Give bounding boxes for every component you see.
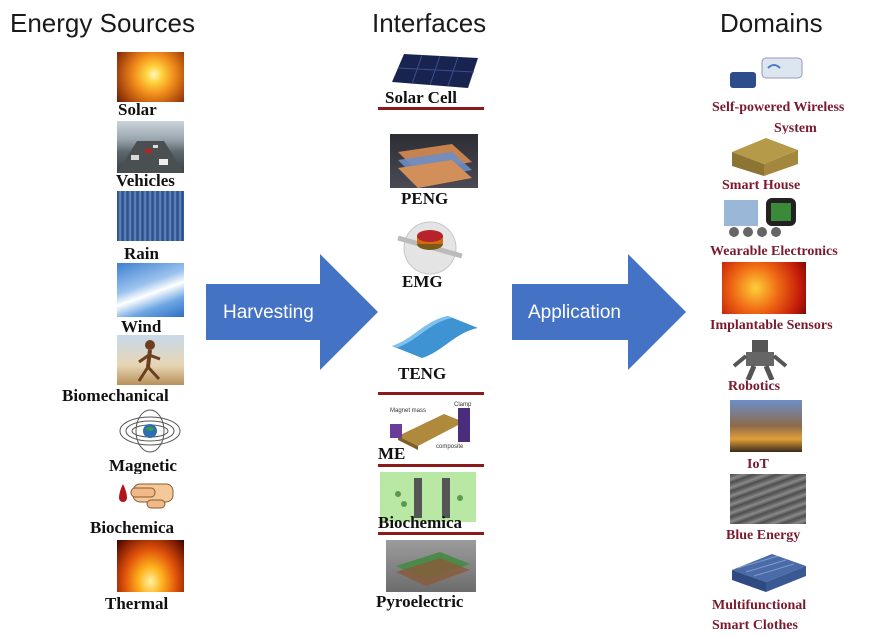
separator — [378, 107, 484, 110]
me-clamp-text: Clamp — [454, 402, 472, 408]
emg-image — [394, 216, 466, 276]
interface-label-peng: PENG — [401, 189, 449, 208]
peng-image — [390, 134, 478, 188]
source-label-vehicles: Vehicles — [116, 171, 175, 190]
domain-label-clothes-line2: Smart Clothes — [712, 618, 798, 633]
me-composite-text: composite — [436, 444, 464, 450]
domains-column-title: Domains — [720, 8, 823, 38]
source-label-solar: Solar — [118, 100, 157, 119]
application-arrow — [512, 254, 686, 370]
domain-label-wireless-line1: Self-powered Wireless — [712, 100, 845, 115]
source-label-wind: Wind — [121, 317, 162, 336]
interface-label-pyroelectric: Pyroelectric — [376, 592, 464, 611]
robotics-image — [730, 336, 790, 380]
blue-energy-image — [730, 474, 806, 524]
source-label-thermal: Thermal — [105, 594, 169, 613]
thermal-image — [117, 540, 184, 592]
interfaces-column-title: Interfaces — [372, 8, 487, 38]
harvesting-arrow — [206, 254, 378, 370]
domain-label-implantable: Implantable Sensors — [710, 318, 833, 333]
interface-label-teng: TENG — [398, 364, 447, 383]
domain-label-clothes-line1: Multifunctional — [712, 598, 807, 613]
me-image: Magnet mass Clamp composite — [380, 398, 480, 458]
source-label-biomechanical: Biomechanical — [62, 386, 169, 405]
biomechanical-image — [117, 335, 184, 385]
solar-cell-image — [390, 52, 482, 90]
rain-image — [117, 191, 184, 241]
magnetic-image — [117, 408, 184, 454]
wind-image — [117, 263, 184, 317]
me-magnet-mass-text: Magnet mass — [390, 408, 426, 414]
source-label-magnetic: Magnetic — [109, 456, 177, 475]
domain-label-blue-energy: Blue Energy — [726, 528, 801, 543]
iot-image — [730, 400, 802, 452]
solar-image — [117, 52, 184, 102]
source-label-rain: Rain — [124, 244, 159, 263]
wearable-electronics-image — [722, 196, 808, 238]
application-label: Application — [528, 302, 621, 323]
interface-label-biochemica: Biochemica — [378, 513, 463, 532]
smart-clothes-image — [728, 548, 808, 596]
sources-column-title: Energy Sources — [10, 8, 195, 38]
separator — [378, 532, 484, 535]
wireless-system-image — [726, 52, 806, 98]
smart-house-image — [726, 134, 802, 176]
biochemical-image — [117, 474, 184, 514]
pyroelectric-image — [386, 540, 476, 592]
separator — [378, 464, 484, 467]
harvesting-label: Harvesting — [223, 302, 314, 323]
biochemical-cell-image — [380, 472, 476, 522]
domain-label-iot: IoT — [747, 457, 769, 472]
separator — [378, 392, 484, 395]
vehicles-image — [117, 121, 184, 173]
interface-label-emg: EMG — [402, 272, 443, 291]
interface-label-solar-cell: Solar Cell — [385, 88, 457, 107]
source-label-biochemica: Biochemica — [90, 518, 175, 537]
implantable-sensors-image — [722, 262, 806, 314]
domain-label-smart-house: Smart House — [722, 178, 801, 193]
interface-label-me: ME — [378, 444, 406, 463]
domain-label-robotics: Robotics — [728, 379, 781, 394]
domain-label-wearable: Wearable Electronics — [710, 244, 838, 259]
domain-label-wireless-line2: System — [774, 121, 817, 136]
teng-image — [386, 310, 482, 364]
